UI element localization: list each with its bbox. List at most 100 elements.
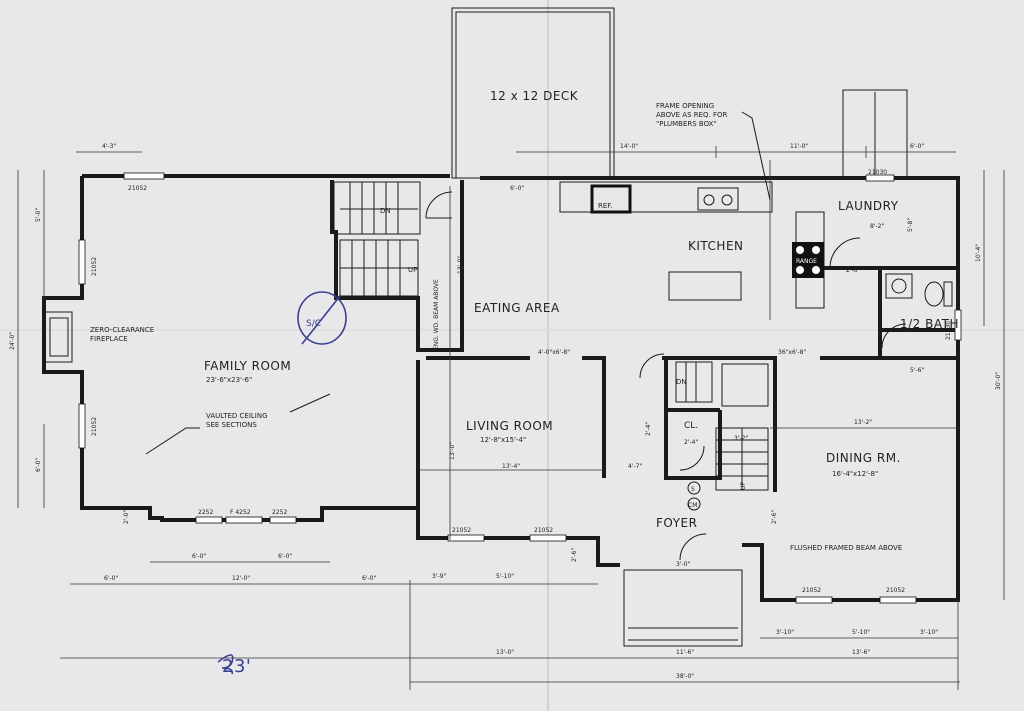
kitchen-label: KITCHEN	[688, 239, 744, 253]
dim-bottom-38-0: 38'-0"	[676, 673, 694, 680]
door-swings	[425, 191, 907, 561]
dim-bottom-6-0-b: 6'-0"	[192, 553, 206, 560]
interior-walls	[330, 180, 958, 492]
dim-4-7: 4'-7"	[628, 463, 642, 470]
dim-opening-living: 4'-0"x6'-8"	[538, 349, 570, 356]
window-marks	[78, 172, 962, 604]
dim-2-4: 2'-4"	[645, 422, 652, 436]
dim-2-6: 2'-6"	[771, 510, 778, 524]
dim-left-6-0: 6'-0"	[35, 458, 42, 472]
window-top-family: 21052	[128, 185, 147, 192]
foyer-stairs-up-label: UP	[740, 482, 747, 490]
dim-bottom-6-0-a: 6'-0"	[104, 575, 118, 582]
dining-room-size: 16'-4"x12'-8"	[832, 470, 878, 478]
foyer-label: FOYER	[656, 516, 697, 530]
fireplace	[43, 311, 73, 363]
living-room-size: 12'-8"x15'-4"	[480, 436, 526, 444]
dimension-lines	[17, 146, 1005, 690]
dim-13-0-upper: 13'-0"	[457, 256, 464, 274]
dim-opening-dining: 36"x6'-8"	[778, 349, 806, 356]
dim-3-0: 3'-0"	[676, 561, 690, 568]
handwritten-marks	[217, 291, 347, 675]
frame-opening-note-1: FRAME OPENING	[656, 102, 714, 110]
dim-13-0-lower: 13'-0"	[449, 442, 456, 460]
fireplace-note-1: ZERO-CLEARANCE	[90, 326, 154, 334]
vaulted-note-2: SEE SECTIONS	[206, 421, 257, 429]
co-monitor-label: CM	[688, 502, 697, 509]
co-monitor-icon	[687, 497, 701, 511]
smoke-detector-icon	[687, 481, 701, 495]
range-label: RANGE	[796, 258, 817, 265]
dim-right-10-4: 10'-4"	[975, 244, 982, 262]
dim-2-4-b: 2'-4"	[684, 439, 698, 446]
dim-bottom-11-6: 11'-6"	[676, 649, 694, 656]
smoke-detector-label: S	[691, 486, 695, 493]
foyer-stairs-down-label: DN	[676, 378, 687, 386]
frame-opening-note-3: "PLUMBERS BOX"	[656, 120, 717, 128]
dim-kitchen-8-2: 8'-2"	[870, 223, 884, 230]
vaulted-note-1: VAULTED CEILING	[206, 412, 268, 420]
dim-top-6-0-b: 6'-0"	[510, 185, 524, 192]
refrigerator-label: REF.	[598, 202, 612, 210]
stairs-family	[333, 181, 421, 297]
dim-bottom-2-6: 2'-6"	[571, 548, 578, 562]
dim-left-5-0: 5'-0"	[35, 208, 42, 222]
closet-label: CL.	[684, 421, 698, 431]
dim-top-11-0: 11'-0"	[790, 143, 808, 150]
window-left-upper: 21052	[91, 257, 98, 276]
stairs-up-label: UP	[408, 266, 417, 274]
window-bottom-1: 2252	[198, 509, 213, 516]
window-bath: 21030	[945, 321, 952, 340]
window-left-lower: 21052	[91, 417, 98, 436]
dim-bottom-3-10-a: 3'-10"	[776, 629, 794, 636]
dim-bottom-5-10: 5'-10"	[496, 573, 514, 580]
dim-bottom-13-6: 13'-6"	[852, 649, 870, 656]
kitchen-counters	[559, 181, 825, 309]
window-laundry: 21030	[868, 169, 887, 176]
range-icon	[792, 242, 824, 278]
dim-bottom-3-9: 3'-9"	[432, 573, 446, 580]
handwritten-total: 23'	[222, 656, 251, 677]
dining-room-label: DINING RM.	[826, 451, 901, 465]
flushed-beam-note: FLUSHED FRAMED BEAM ABOVE	[790, 544, 902, 552]
frame-opening-note-2: ABOVE AS REQ. FOR	[656, 111, 728, 119]
laundry-label: LAUNDRY	[838, 199, 899, 213]
window-dining-2: 21052	[886, 587, 905, 594]
handwritten-sc: S/C	[306, 319, 321, 329]
dim-bottom-5-10-b: 5'-10"	[852, 629, 870, 636]
fireplace-note-2: FIREPLACE	[90, 335, 128, 343]
eating-area-label: EATING AREA	[474, 301, 560, 315]
dim-13-4: 13'-4"	[502, 463, 520, 470]
dim-top-14-0: 14'-0"	[620, 143, 638, 150]
dim-bottom-6-0-d: 6'-0"	[362, 575, 376, 582]
dim-bottom-6-0-c: 6'-0"	[278, 553, 292, 560]
stairs-down-label: DN	[380, 207, 391, 215]
window-living-2: 21052	[534, 527, 553, 534]
dim-right-30-0: 30'-0"	[995, 372, 1002, 390]
window-bottom-f: F 4252	[230, 509, 251, 516]
deck-label: 12 x 12 DECK	[490, 89, 579, 103]
living-room-label: LIVING ROOM	[466, 419, 553, 433]
front-porch	[623, 569, 743, 647]
dim-kitchen-5-8: 5'-8"	[907, 218, 914, 232]
dim-bottom-3-10-b: 3'-10"	[920, 629, 938, 636]
family-room-label: FAMILY ROOM	[204, 359, 291, 373]
dim-top-6-0: 6'-0"	[910, 143, 924, 150]
window-dining-1: 21052	[802, 587, 821, 594]
dim-bottom-13-0: 13'-0"	[496, 649, 514, 656]
dim-3-2: 3'-2"	[734, 435, 748, 442]
dim-5-6: 5'-6"	[910, 367, 924, 374]
leader-lines	[145, 111, 771, 455]
dim-kitchen-2-6: 2'-6"	[846, 267, 860, 274]
dim-13-2: 13'-2"	[854, 419, 872, 426]
dim-top-4-3: 4'-3"	[102, 143, 116, 150]
family-room-size: 23'-6"x23'-6"	[206, 376, 252, 384]
toilet-icon	[924, 281, 953, 307]
window-bottom-2: 2252	[272, 509, 287, 516]
beam-note: ENG. WD. BEAM ABOVE	[433, 279, 440, 350]
dim-left-24-0: 24'-0"	[9, 332, 16, 350]
stairs-foyer	[675, 361, 769, 491]
sink-icon	[885, 273, 913, 299]
